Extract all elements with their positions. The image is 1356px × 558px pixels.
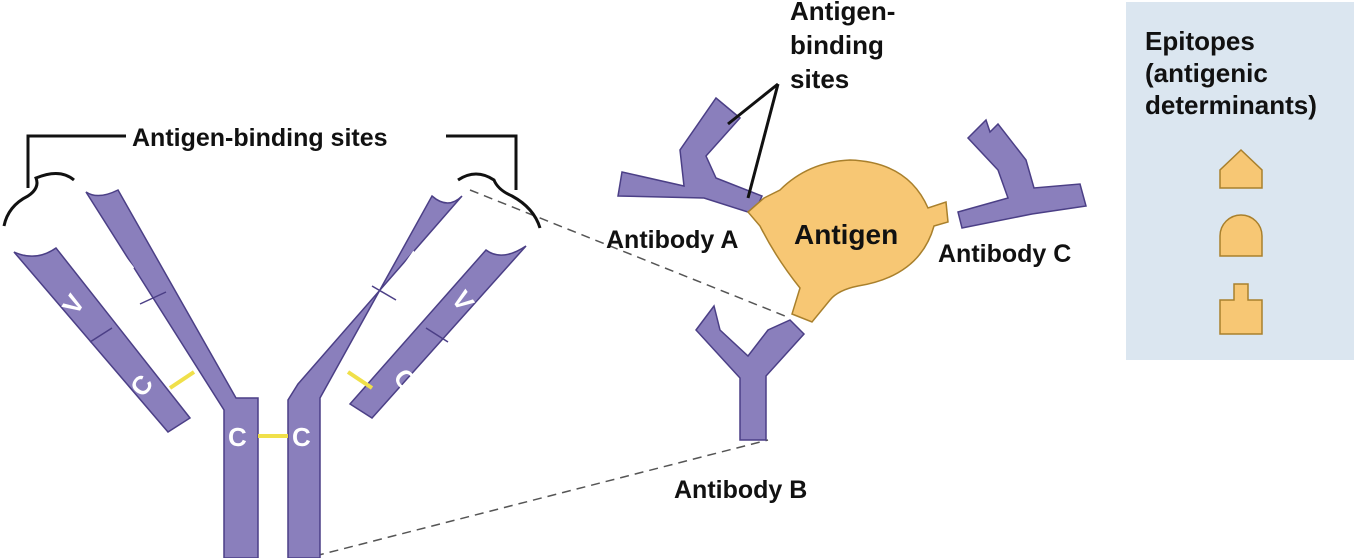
right-heavy-v-label: V [394,247,429,279]
epitopes-title-line2: (antigenic [1145,58,1268,88]
antibody-b [695,304,806,441]
left-heavy-chain [85,189,259,558]
epitopes-panel: Epitopes (antigenic determinants) [1126,2,1354,360]
epitope-pointed-shape [1219,148,1263,189]
binding-site-brackets: Antigen-binding sites [2,124,542,229]
antigen-binding-sites-right-line3: sites [790,64,849,94]
antibody-c [957,118,1087,229]
large-antibody: V V C C C V V C [13,189,527,558]
epitope-rounded-shape [1219,214,1263,257]
right-heavy-chain [287,194,463,558]
left-heavy-c-label: C [228,422,247,452]
antigen-binding-sites-right-line1: Antigen- [790,0,895,26]
antigen-label: Antigen [794,219,898,250]
epitopes-title-line3: determinants) [1145,90,1317,120]
epitope-notched-shape [1219,283,1263,335]
zoom-lines [314,189,791,557]
antigen-binding-sites-right-line2: binding [790,30,884,60]
antibody-a [617,96,764,215]
antibody-c-label: Antibody C [938,240,1071,268]
antigen-body [746,159,949,323]
antibody-a-label: Antibody A [606,226,738,254]
antigen-complex: Antigen Antibody A Antibody C Antibody B… [606,0,1087,504]
epitopes-title-line1: Epitopes [1145,26,1255,56]
antibody-b-label: Antibody B [674,476,807,504]
left-light-chain [13,246,192,433]
right-heavy-c-label: C [292,422,311,452]
antigen-binding-sites-label: Antigen-binding sites [132,124,388,152]
right-light-chain [348,245,527,419]
